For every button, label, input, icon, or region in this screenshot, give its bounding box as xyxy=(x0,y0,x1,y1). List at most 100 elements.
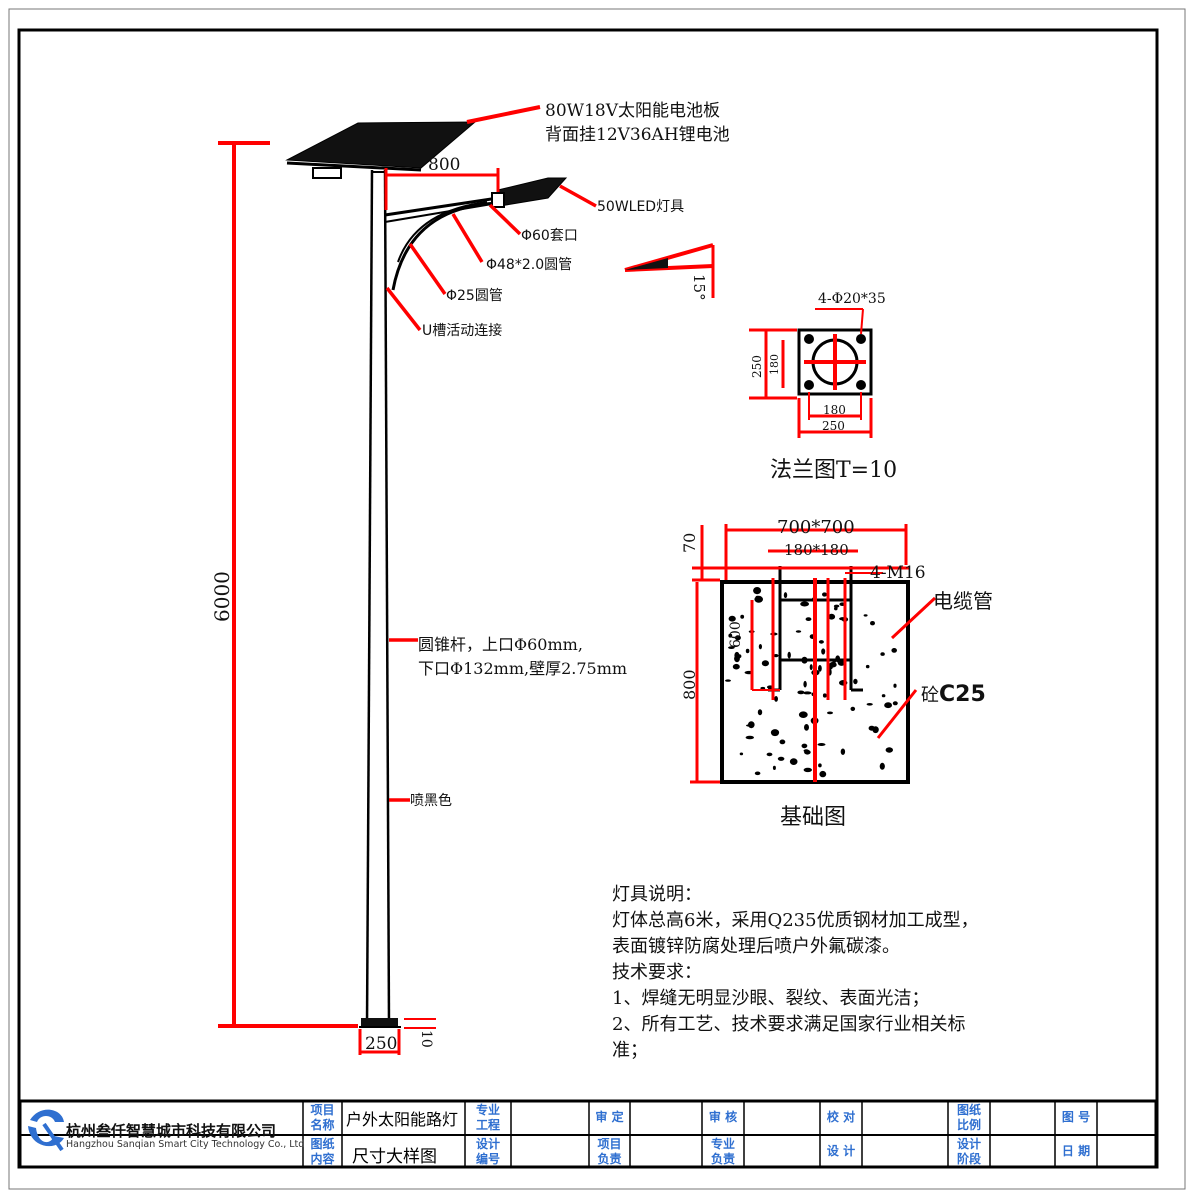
concrete-aggregate xyxy=(817,743,826,746)
lamp-pole xyxy=(359,169,401,1028)
flange-caption: 法兰图T=10 xyxy=(770,458,898,483)
pole-height-label: 6000 xyxy=(210,571,234,622)
requirements-heading: 技术要求： xyxy=(612,962,702,983)
concrete-aggregate xyxy=(805,617,812,621)
small-tube-label: Φ25圆管 xyxy=(446,288,503,304)
concrete-aggregate xyxy=(892,701,898,706)
concrete-aggregate xyxy=(863,614,868,617)
concrete-aggregate xyxy=(728,646,735,649)
concrete-aggregate xyxy=(853,678,858,685)
project-name-value: 户外太阳能路灯 xyxy=(346,1110,459,1129)
design-number-label: 设计 编号 xyxy=(475,1137,500,1166)
pole-height-dimension xyxy=(218,141,358,1028)
review-label: 审 定 xyxy=(595,1110,624,1124)
concrete-aggregate xyxy=(789,758,798,765)
foundation-outer-size-label: 700*700 xyxy=(777,517,855,538)
concrete-aggregate xyxy=(800,601,809,607)
company-name-cn: 杭州叁仟智慧城市科技有限公司 xyxy=(66,1122,277,1140)
foundation-inner-size-label: 180*180 xyxy=(784,541,849,559)
concrete-aggregate xyxy=(773,654,779,658)
page-frame xyxy=(8,8,1186,1190)
concrete-aggregate xyxy=(803,749,810,753)
flange-inner-horizontal-label: 180 xyxy=(823,403,846,417)
project-lead-label: 项目 负责 xyxy=(597,1137,622,1166)
lamp-notes: 灯具说明： 灯体总高6米，采用Q235优质钢材加工成型， 表面镀锌防腐处理后喷户… xyxy=(612,882,979,1064)
flange-outer-vertical-label: 250 xyxy=(750,355,764,378)
socket-label: Φ60套口 xyxy=(521,228,578,244)
concrete-aggregate xyxy=(804,724,809,731)
stage-label: 设计 阶段 xyxy=(956,1137,981,1166)
concrete-aggregate xyxy=(758,644,763,650)
concrete-aggregate xyxy=(880,652,885,656)
concrete-aggregate xyxy=(829,661,837,668)
concrete-aggregate xyxy=(803,767,812,773)
concrete-aggregate xyxy=(766,752,773,757)
concrete-aggregate xyxy=(850,706,856,712)
foundation-bolts-label: 4-M16 xyxy=(870,563,926,583)
concrete-aggregate xyxy=(739,752,744,756)
concrete-aggregate xyxy=(728,615,736,622)
base-dimension xyxy=(358,1018,436,1055)
base-thickness-label: 10 xyxy=(418,1030,434,1048)
foundation-caption: 基础图 xyxy=(780,805,847,830)
check-label: 审 核 xyxy=(708,1110,738,1124)
concrete-aggregate xyxy=(740,614,745,619)
concrete-aggregate xyxy=(770,729,780,737)
concrete-aggregate xyxy=(870,621,875,626)
concrete-aggregate xyxy=(734,651,740,659)
concrete-prefix: 砼 xyxy=(921,685,939,706)
pole-label-line1: 圆锥杆，上口Φ60mm, xyxy=(418,635,583,654)
concrete-aggregate xyxy=(760,686,766,690)
concrete-aggregate xyxy=(783,592,788,599)
concrete-aggregate xyxy=(745,648,750,654)
concrete-aggregate xyxy=(797,690,805,695)
tilt-angle-label: 15° xyxy=(690,274,708,301)
specialty-lead-label: 专业 负责 xyxy=(710,1137,735,1166)
round-tube-label: Φ48*2.0圆管 xyxy=(486,257,573,273)
concrete-aggregate xyxy=(893,683,897,688)
notes-heading: 灯具说明： xyxy=(612,884,702,905)
concrete-aggregate xyxy=(757,709,763,716)
bolt-height-label: 600 xyxy=(728,621,744,648)
requirement-2b: 准； xyxy=(612,1040,648,1061)
concrete-aggregate xyxy=(834,606,838,611)
title-block-grid xyxy=(18,1099,1158,1169)
date-label: 日 期 xyxy=(1061,1144,1091,1158)
requirement-2a: 2、所有工艺、技术要求满足国家行业相关标 xyxy=(612,1014,966,1035)
concrete-aggregate xyxy=(734,635,741,641)
flange-holes-label: 4-Φ20*35 xyxy=(818,291,886,307)
notes-line-2: 表面镀锌防腐处理后喷户外氟碳漆。 xyxy=(612,936,900,957)
foundation-drawing xyxy=(690,524,937,784)
concrete-aggregate xyxy=(840,748,846,755)
flange-inner-vertical-label: 180 xyxy=(768,354,781,375)
drawing-content-label: 图纸 内容 xyxy=(310,1137,335,1166)
concrete-aggregate xyxy=(822,592,827,597)
specialty-label: 专业 工程 xyxy=(475,1103,500,1132)
concrete-aggregate xyxy=(777,756,785,761)
concrete-label: 砼C25 xyxy=(921,681,986,707)
concrete-aggregate xyxy=(753,587,762,595)
concrete-aggregate xyxy=(795,630,802,633)
concrete-aggregate xyxy=(787,651,791,659)
foundation-height-label: 800 xyxy=(680,669,699,700)
arm-length-label: 800 xyxy=(428,155,461,175)
concrete-aggregate xyxy=(761,660,770,667)
drawing-number-label: 图 号 xyxy=(1061,1110,1091,1124)
design-label: 设 计 xyxy=(826,1144,856,1158)
concrete-aggregate xyxy=(728,633,733,638)
tilt-angle-symbol xyxy=(624,243,715,298)
concrete-aggregate xyxy=(754,771,761,776)
company-logo xyxy=(28,1109,64,1152)
concrete-aggregate xyxy=(772,765,776,771)
concrete-aggregate xyxy=(879,762,885,770)
lamp-arm xyxy=(384,177,568,291)
paint-label: 喷黑色 xyxy=(410,793,452,809)
concrete-aggregate xyxy=(881,694,886,698)
solar-panel-leader xyxy=(466,105,541,124)
base-width-label: 250 xyxy=(365,1034,398,1054)
concrete-aggregate xyxy=(818,763,822,768)
concrete-aggregate xyxy=(821,648,826,655)
concrete-aggregate xyxy=(822,693,827,698)
arm-length-dimension xyxy=(384,168,500,210)
